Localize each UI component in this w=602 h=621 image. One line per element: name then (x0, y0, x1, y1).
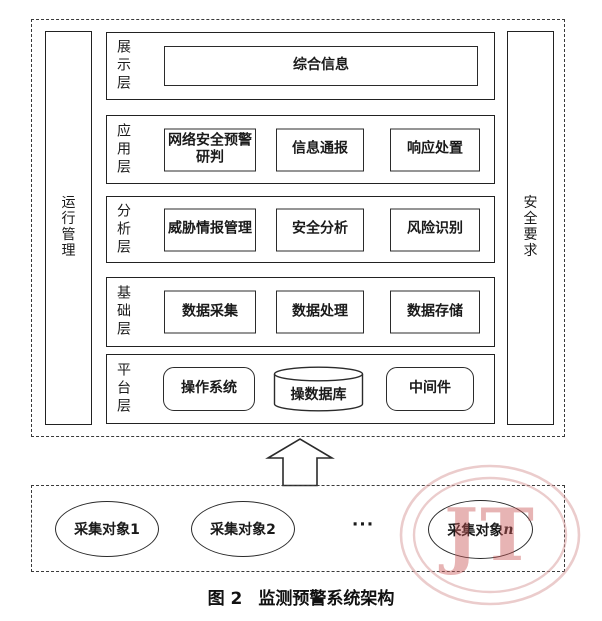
box-data-storage: 数据存储 (390, 290, 480, 334)
database-cylinder-shape (273, 366, 364, 412)
collection-target-n-variable: n (503, 521, 514, 538)
box-cyber-warning-analysis: 网络安全预警研判 (164, 128, 256, 171)
operation-management-label: 运 行 管 理 (61, 195, 76, 259)
collection-target-2: 采集对象2 (191, 501, 295, 557)
box-cyber-warning-analysis-label: 网络安全预警研判 (168, 132, 252, 166)
box-information-notification-label: 信息通报 (292, 140, 348, 157)
system-boundary-dashed-box (31, 19, 565, 437)
collection-target-n-prefix: 采集对象 (447, 522, 504, 539)
operation-management-bar: 运 行 管 理 (45, 31, 92, 425)
box-risk-identification: 风险识别 (390, 208, 480, 251)
figure-number: 图 2 (207, 589, 243, 609)
box-middleware-label: 中间件 (409, 380, 451, 397)
database-cylinder: 操数据库 (273, 366, 364, 412)
box-operating-system-label: 操作系统 (181, 380, 237, 397)
layer-foundation: 基 础 层 数据采集 数据处理 数据存储 (106, 277, 495, 347)
box-data-collection-label: 数据采集 (182, 303, 238, 320)
security-requirements-label: 安 全 要 求 (523, 195, 538, 259)
layer-application-label: 应 用 层 (117, 123, 131, 176)
box-comprehensive-information-label: 综合信息 (293, 57, 349, 74)
collection-target-2-label: 采集对象2 (210, 522, 276, 538)
collection-target-1-label: 采集对象1 (74, 522, 140, 538)
layer-platform-label: 平 台 层 (117, 362, 131, 416)
box-data-processing: 数据处理 (276, 290, 364, 334)
box-response-handling-label: 响应处置 (407, 140, 463, 157)
box-data-processing-label: 数据处理 (292, 303, 348, 320)
up-arrow (265, 438, 335, 487)
box-security-analysis-label: 安全分析 (292, 220, 348, 237)
box-data-collection: 数据采集 (164, 290, 256, 334)
security-requirements-bar: 安 全 要 求 (507, 31, 554, 425)
layer-application: 应 用 层 网络安全预警研判 信息通报 响应处置 (106, 115, 495, 184)
layer-platform: 平 台 层 操作系统 操数据库 中间件 (106, 354, 495, 424)
box-operating-system: 操作系统 (163, 367, 255, 411)
box-response-handling: 响应处置 (390, 128, 480, 171)
box-data-storage-label: 数据存储 (407, 303, 463, 320)
collection-target-1: 采集对象1 (55, 501, 159, 557)
box-risk-identification-label: 风险识别 (407, 220, 463, 237)
box-threat-intelligence-management: 威胁情报管理 (164, 208, 256, 251)
box-middleware: 中间件 (386, 367, 474, 411)
layer-foundation-label: 基 础 层 (117, 285, 131, 339)
layer-presentation-label: 展 示 层 (117, 39, 131, 93)
figure-title: 监测预警系统架构 (258, 589, 395, 609)
figure-caption: 图 2 监测预警系统架构 (0, 584, 602, 609)
ellipsis-dots: ··· (351, 515, 375, 535)
database-cylinder-label: 操数据库 (290, 386, 347, 403)
layer-analysis: 分 析 层 威胁情报管理 安全分析 风险识别 (106, 196, 495, 263)
layer-analysis-label: 分 析 层 (117, 203, 131, 256)
box-information-notification: 信息通报 (276, 128, 364, 171)
box-comprehensive-information: 综合信息 (164, 46, 478, 86)
layer-presentation: 展 示 层 综合信息 (106, 32, 495, 100)
box-security-analysis: 安全分析 (276, 208, 364, 251)
box-threat-intelligence-management-label: 威胁情报管理 (168, 220, 252, 237)
